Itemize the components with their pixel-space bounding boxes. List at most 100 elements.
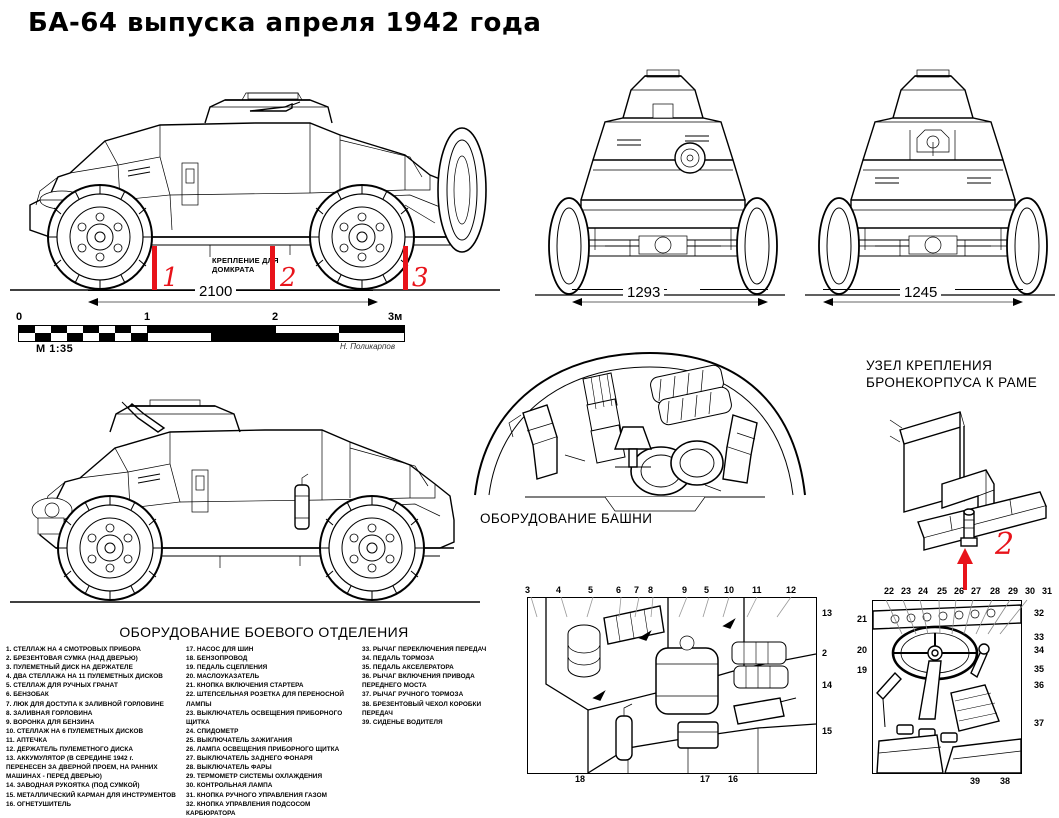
callout-number: 24 bbox=[918, 586, 929, 596]
alt-rear-wheel bbox=[57, 495, 163, 601]
list-item: 17. НАСОС ДЛЯ ШИН bbox=[186, 646, 254, 653]
callout-number: 31 bbox=[1042, 586, 1053, 596]
callout-number: 36 bbox=[1034, 680, 1045, 690]
scale-tick-1: 1 bbox=[144, 311, 151, 323]
list-item: 29. ТЕРМОМЕТР СИСТЕМЫ ОХЛАЖДЕНИЯ bbox=[186, 773, 323, 781]
callout-number: 21 bbox=[857, 614, 868, 624]
scale-bar: 0 1 2 3м М 1:35 Н. Поликарпов bbox=[16, 311, 405, 355]
parts-legend-title: ОБОРУДОВАНИЕ БОЕВОГО ОТДЕЛЕНИЯ bbox=[119, 624, 409, 640]
callout-number: 10 bbox=[724, 585, 735, 595]
list-item: 3. ПУЛЕМЕТНЫЙ ДИСК НА ДЕРЖАТЕЛЕ bbox=[6, 664, 133, 672]
list-item: 7. ЛЮК ДЛЯ ДОСТУПА К ЗАЛИВНОЙ ГОРЛОВИНЕ bbox=[6, 700, 164, 708]
list-item: 24. СПИДОМЕТР bbox=[186, 727, 239, 735]
red-callout-1-number: 1 bbox=[162, 263, 179, 293]
parts-legend-column-2: 17. НАСОС ДЛЯ ШИН 18. БЕНЗОПРОВОД 19. ПЕ… bbox=[186, 645, 358, 818]
callout-number: 35 bbox=[1034, 664, 1045, 674]
parts-legend-column-1: 1. СТЕЛЛАЖ НА 4 СМОТРОВЫХ ПРИБОРА 2. БРЕ… bbox=[6, 645, 182, 818]
parts-legend-column-3: 33. РЫЧАГ ПЕРЕКЛЮЧЕНИЯ ПЕРЕДАЧ 34. ПЕДАЛ… bbox=[362, 645, 522, 818]
callout-number: 12 bbox=[786, 585, 797, 595]
list-item: 27. ВЫКЛЮЧАТЕЛЬ ЗАДНЕГО ФОНАРЯ bbox=[186, 755, 313, 763]
list-item: 35. ПЕДАЛЬ АКСЕЛЕРАТОРА bbox=[362, 664, 454, 672]
list-item: 5. СТЕЛЛАЖ ДЛЯ РУЧНЫХ ГРАНАТ bbox=[6, 682, 118, 690]
list-item: 20. МАСЛОУКАЗАТЕЛЬ bbox=[186, 673, 260, 681]
dimension-2100: 2100 bbox=[195, 283, 237, 300]
callout-number: 37 bbox=[1034, 718, 1045, 728]
dimension-1293: 1293 bbox=[623, 284, 665, 301]
list-item: 4. ДВА СТЕЛЛАЖА НА 11 ПУЛЕМЕТНЫХ ДИСКОВ bbox=[6, 673, 163, 681]
front-view-left-wheel bbox=[548, 197, 590, 295]
alt-front-wheel bbox=[319, 495, 425, 601]
list-item: 11. АПТЕЧКА bbox=[6, 736, 48, 744]
list-item: 32. КНОПКА УПРАВЛЕНИЯ ПОДСОСОМ КАРБЮРАТО… bbox=[186, 800, 311, 817]
list-item: 15. МЕТАЛЛИЧЕСКИЙ КАРМАН ДЛЯ ИНСТРУМЕНТО… bbox=[6, 791, 176, 799]
callout-number: 22 bbox=[884, 586, 895, 596]
callout-number: 38 bbox=[1000, 776, 1011, 786]
list-item: 30. КОНТРОЛЬНАЯ ЛАМПА bbox=[186, 782, 273, 790]
list-item: 1. СТЕЛЛАЖ НА 4 СМОТРОВЫХ ПРИБОРА bbox=[6, 646, 141, 653]
list-item: 23. ВЫКЛЮЧАТЕЛЬ ОСВЕЩЕНИЯ ПРИБОРНОГО ЩИТ… bbox=[186, 709, 343, 726]
list-item: 36. РЫЧАГ ВКЛЮЧЕНИЯ ПРИВОДА ПЕРЕДНЕГО МО… bbox=[362, 673, 475, 690]
callout-number: 29 bbox=[1008, 586, 1019, 596]
front-view-right-wheel bbox=[736, 197, 778, 295]
callout-number: 20 bbox=[857, 645, 868, 655]
list-item: 19. ПЕДАЛЬ СЦЕПЛЕНИЯ bbox=[186, 664, 268, 672]
callout-number: 17 bbox=[700, 774, 711, 784]
list-item: 37. РЫЧАГ РУЧНОГО ТОРМОЗА bbox=[362, 691, 464, 699]
callout-number: 9 bbox=[682, 585, 688, 595]
list-item: 6. БЕНЗОБАК bbox=[6, 691, 49, 699]
list-item: 31. КНОПКА РУЧНОГО УПРАВЛЕНИЯ ГАЗОМ bbox=[186, 791, 328, 799]
scale-bar-graphic bbox=[18, 325, 405, 342]
list-item: 21. КНОПКА ВКЛЮЧЕНИЯ СТАРТЕРА bbox=[186, 682, 304, 690]
callout-number: 19 bbox=[857, 665, 868, 675]
list-item: 13. АККУМУЛЯТОР (В СЕРЕДИНЕ 1942 г. ПЕРЕ… bbox=[6, 755, 158, 781]
red-callout-3-number: 3 bbox=[412, 263, 429, 293]
scale-tick-2: 2 bbox=[272, 311, 279, 323]
spare-wheel bbox=[437, 127, 487, 253]
list-item: 12. ДЕРЖАТЕЛЬ ПУЛЕМЕТНОГО ДИСКА bbox=[6, 746, 134, 754]
list-item: 33. РЫЧАГ ПЕРЕКЛЮЧЕНИЯ ПЕРЕДАЧ bbox=[362, 646, 487, 653]
callout-number: 2 bbox=[822, 648, 828, 658]
list-item: 28. ВЫКЛЮЧАТЕЛЬ ФАРЫ bbox=[186, 764, 272, 772]
rear-view-left-wheel bbox=[818, 197, 860, 295]
rear-view-drawing bbox=[805, 50, 1055, 296]
list-item: 14. ЗАВОДНАЯ РУКОЯТКА (ПОД СУМКОЙ) bbox=[6, 782, 140, 790]
list-item: 10. СТЕЛЛАЖ НА 6 ПУЛЕМЕТНЫХ ДИСКОВ bbox=[6, 727, 144, 735]
scale-tick-0: 0 bbox=[16, 311, 23, 323]
callout-number: 28 bbox=[990, 586, 1001, 596]
list-item: 38. БРЕЗЕНТОВЫЙ ЧЕХОЛ КОРОБКИ ПЕРЕДАЧ bbox=[362, 700, 482, 717]
page-title: БА-64 выпуска апреля 1942 года bbox=[28, 8, 542, 38]
list-item: 26. ЛАМПА ОСВЕЩЕНИЯ ПРИБОРНОГО ЩИТКА bbox=[186, 746, 340, 754]
callout-number: 7 bbox=[634, 585, 640, 595]
drawing-sheet: БА-64 выпуска апреля 1942 года bbox=[6, 8, 1055, 817]
list-item: 2. БРЕЗЕНТОВАЯ СУМКА (НАД ДВЕРЬЮ) bbox=[6, 655, 138, 663]
callout-number: 32 bbox=[1034, 608, 1045, 618]
callout-number: 27 bbox=[971, 586, 982, 596]
turret-equipment-drawing bbox=[465, 345, 815, 520]
callout-number: 5 bbox=[704, 585, 710, 595]
front-wheel bbox=[309, 184, 415, 290]
rear-wheel bbox=[47, 184, 153, 290]
callout-number: 11 bbox=[752, 585, 762, 595]
list-item: 25. ВЫКЛЮЧАТЕЛЬ ЗАЖИГАНИЯ bbox=[186, 736, 293, 744]
scale-tick-3: 3м bbox=[388, 311, 403, 323]
callout-number: 15 bbox=[822, 726, 833, 736]
callout-number: 8 bbox=[648, 585, 654, 595]
parts-legend: ОБОРУДОВАНИЕ БОЕВОГО ОТДЕЛЕНИЯ 1. СТЕЛЛА… bbox=[6, 624, 522, 818]
rear-view-right-wheel bbox=[1006, 197, 1048, 295]
fighting-compartment-photo bbox=[527, 597, 817, 774]
frame-mount-red-callout-number: 2 bbox=[995, 527, 1015, 562]
driver-station-photo bbox=[872, 600, 1022, 774]
side-view-alt-drawing bbox=[10, 360, 480, 610]
callout-number: 18 bbox=[575, 774, 586, 784]
list-item: 18. БЕНЗОПРОВОД bbox=[186, 655, 248, 663]
list-item: 34. ПЕДАЛЬ ТОРМОЗА bbox=[362, 655, 435, 663]
callout-number: 5 bbox=[588, 585, 594, 595]
list-item: 22. ШТЕПСЕЛЬНАЯ РОЗЕТКА ДЛЯ ПЕРЕНОСНОЙ Л… bbox=[186, 691, 345, 708]
callout-number: 14 bbox=[822, 680, 833, 690]
callout-number: 34 bbox=[1034, 645, 1045, 655]
callout-number: 26 bbox=[954, 586, 965, 596]
list-item: 9. ВОРОНКА ДЛЯ БЕНЗИНА bbox=[6, 718, 95, 726]
callout-number: 16 bbox=[728, 774, 739, 784]
side-view-drawing bbox=[10, 45, 500, 300]
author-signature: Н. Поликарпов bbox=[340, 342, 395, 351]
